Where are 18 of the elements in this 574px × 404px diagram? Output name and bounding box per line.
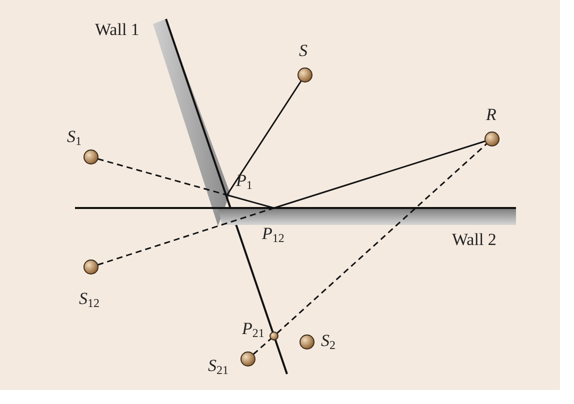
ray-line bbox=[97, 207, 274, 266]
point-label: S$_{1}$ bbox=[67, 127, 82, 147]
point-label: P$_{12}$ bbox=[262, 224, 284, 244]
ray-line bbox=[98, 158, 228, 196]
point-label: S$_{2}$ bbox=[321, 331, 336, 351]
point-label: P$_{21}$ bbox=[242, 319, 264, 339]
point-label: S$_{12}$ bbox=[79, 289, 100, 309]
ray-line bbox=[226, 194, 274, 209]
point-label: S bbox=[299, 41, 308, 61]
ray-line bbox=[274, 140, 486, 209]
ray-line bbox=[252, 338, 272, 355]
point-label: P$_{1}$ bbox=[236, 171, 252, 191]
ray-line bbox=[276, 143, 488, 334]
point-label: S$_{21}$ bbox=[208, 356, 228, 376]
ray-line bbox=[226, 80, 302, 196]
point-label: R bbox=[486, 105, 496, 125]
wall-label: Wall 1 bbox=[95, 20, 140, 40]
wall-label: Wall 2 bbox=[452, 230, 496, 250]
